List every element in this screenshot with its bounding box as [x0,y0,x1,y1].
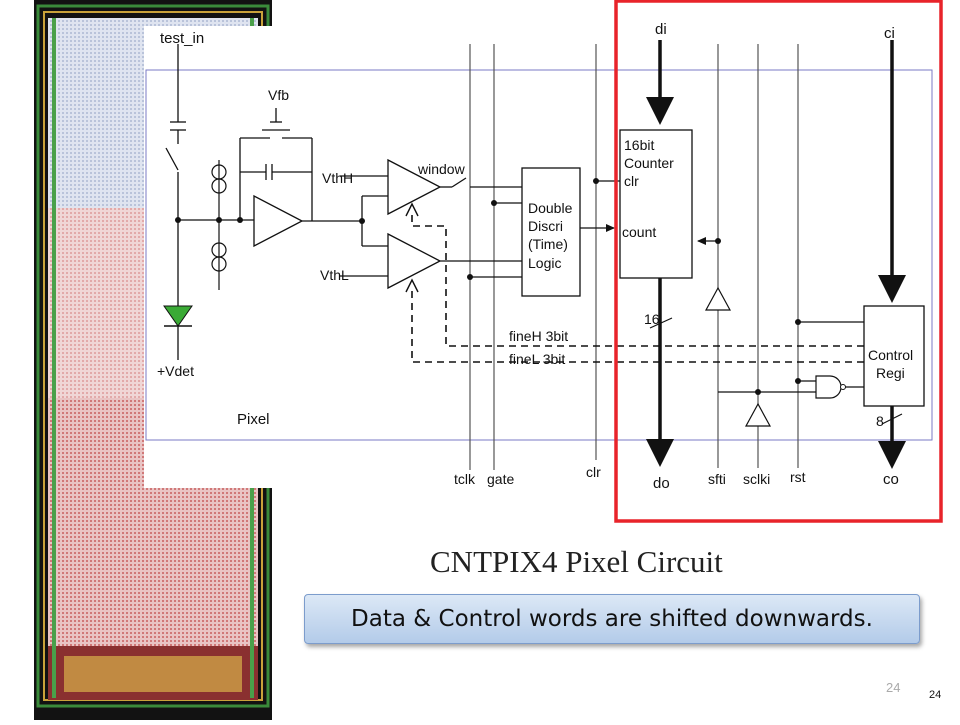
fine-low-label: fineL 3bit [509,351,565,367]
sclki-label: sclki [743,471,770,487]
logic-line-4: Logic [528,255,561,271]
logic-line-2: Discri [528,218,563,234]
page-number-faded: 24 [886,680,901,695]
sclki-buffer [744,402,772,427]
fine-tune-feedback [411,210,864,363]
control-line-2: Regi [876,365,905,381]
slide-title: CNTPIX4 Pixel Circuit [430,544,723,579]
window-label: window [417,161,466,177]
double-discri-logic-block [521,167,581,297]
logic-line-3: (Time) [528,236,568,252]
data-lines [646,40,906,469]
pixel-frame [145,69,933,441]
vertical-bus-lines [469,44,799,470]
di-label: di [655,21,667,38]
vthl-label: VthL [320,267,349,283]
ci-label: ci [884,25,895,42]
logic-line-1: Double [528,200,573,216]
bus-16-label: 16 [644,311,660,327]
counter-line-3: clr [624,173,639,189]
test-input-chain [165,44,186,360]
rst-label: rst [790,469,806,485]
sfti-label: sfti [708,471,726,487]
page-number: 24 [929,689,942,701]
counter-block [619,129,693,279]
vfb-label: Vfb [268,87,289,103]
charge-amplifier [178,108,362,248]
current-sources [211,160,227,290]
highlight-box [614,0,943,523]
counter-line-4: count [622,224,656,240]
vdet-label: +Vdet [157,363,194,379]
vthh-label: VthH [322,170,353,186]
clr-label: clr [586,464,601,480]
sfti-buffer [704,286,732,311]
counter-line-1: 16bit [624,137,654,153]
pixel-label: Pixel [237,411,270,428]
and-gate [815,375,842,399]
counter-line-2: Counter [624,155,674,171]
do-label: do [653,475,670,492]
tclk-label: tclk [454,471,476,487]
discriminators [340,158,522,290]
junction-dots [175,178,801,395]
control-register-block [863,305,925,407]
fine-high-label: fineH 3bit [509,328,568,344]
gate-label: gate [487,471,514,487]
co-label: co [883,471,899,488]
bus-8-label: 8 [876,413,884,429]
detector-diode [163,305,193,327]
test-in-label: test_in [160,30,204,47]
control-line-1: Control [868,347,913,363]
callout-box: Data & Control words are shifted downwar… [304,594,920,644]
